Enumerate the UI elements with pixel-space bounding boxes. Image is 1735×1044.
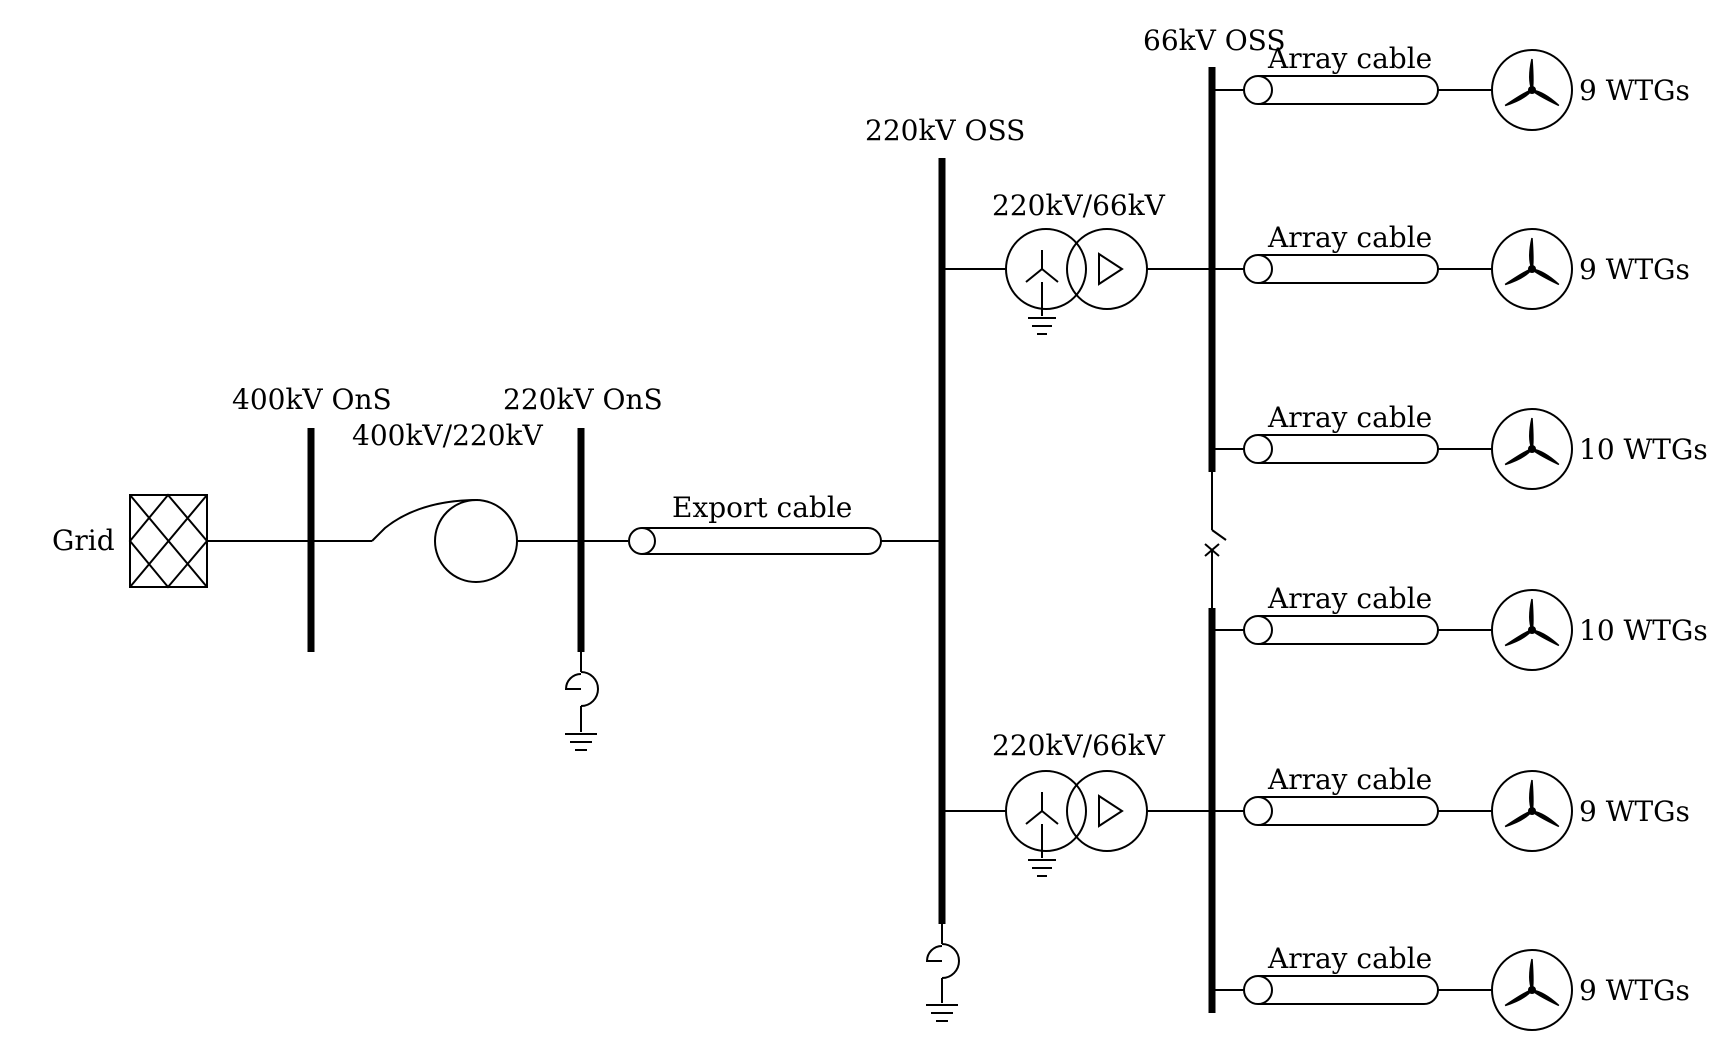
wind-turbine-icon — [1491, 408, 1573, 490]
feeder-row: Array cable 9 WTGs — [1212, 221, 1690, 310]
array-cable-label: Array cable — [1267, 942, 1432, 975]
wtg-count-label: 9 WTGs — [1579, 74, 1690, 107]
wind-turbine-icon — [1491, 770, 1573, 852]
feeder-row: Array cable 9 WTGs — [1212, 42, 1690, 131]
array-cable-icon — [1243, 975, 1439, 1005]
wtg-count-label: 10 WTGs — [1579, 433, 1708, 466]
wind-turbine-icon — [1491, 589, 1573, 671]
transformer-oss-2-label: 220kV/66kV — [992, 729, 1166, 762]
ground-icon — [1028, 859, 1056, 877]
array-cable-icon — [1243, 434, 1439, 464]
wtg-count-label: 10 WTGs — [1579, 614, 1708, 647]
grid-icon — [128, 493, 209, 589]
feeder-row: Array cable 10 WTGs — [1212, 582, 1708, 671]
shunt-reactor-icon — [564, 652, 599, 732]
array-cable-icon — [1243, 254, 1439, 284]
bus-400kv-ons-label: 400kV OnS — [232, 383, 392, 416]
wtg-count-label: 9 WTGs — [1579, 253, 1690, 286]
transformer-oss-1-icon — [942, 228, 1212, 316]
bus-220kv-ons-label: 220kV OnS — [503, 383, 663, 416]
transformer-oss-1-label: 220kV/66kV — [992, 189, 1166, 222]
ground-icon — [565, 733, 597, 751]
shunt-reactor-icon — [925, 924, 960, 1003]
feeder-row: Array cable 10 WTGs — [1212, 401, 1708, 490]
wind-turbine-icon — [1491, 949, 1573, 1031]
array-cable-icon — [1243, 796, 1439, 826]
array-cable-label: Array cable — [1267, 42, 1432, 75]
transformer-ons-label: 400kV/220kV — [352, 419, 543, 452]
wtg-count-label: 9 WTGs — [1579, 795, 1690, 828]
autotransformer-icon — [371, 499, 518, 583]
export-cable-icon — [628, 527, 882, 555]
feeder-row: Array cable 9 WTGs — [1212, 942, 1690, 1031]
wtg-count-label: 9 WTGs — [1579, 974, 1690, 1007]
array-cable-icon — [1243, 615, 1439, 645]
grid-label: Grid — [52, 524, 115, 557]
ground-icon — [926, 1004, 958, 1022]
bus-tie-switch-icon — [1204, 472, 1227, 608]
array-cable-label: Array cable — [1267, 582, 1432, 615]
transformer-oss-2-icon — [942, 770, 1212, 858]
export-cable-label: Export cable — [672, 491, 852, 524]
wind-turbine-icon — [1491, 228, 1573, 310]
bus-220kv-oss-label: 220kV OSS — [865, 114, 1025, 147]
array-cable-icon — [1243, 75, 1439, 105]
bus-66kv-oss-label: 66kV OSS — [1143, 24, 1286, 57]
wind-turbine-icon — [1491, 49, 1573, 131]
array-cable-label: Array cable — [1267, 221, 1432, 254]
feeder-row: Array cable 9 WTGs — [1212, 763, 1690, 852]
array-cable-label: Array cable — [1267, 401, 1432, 434]
array-cable-label: Array cable — [1267, 763, 1432, 796]
ground-icon — [1028, 317, 1056, 335]
